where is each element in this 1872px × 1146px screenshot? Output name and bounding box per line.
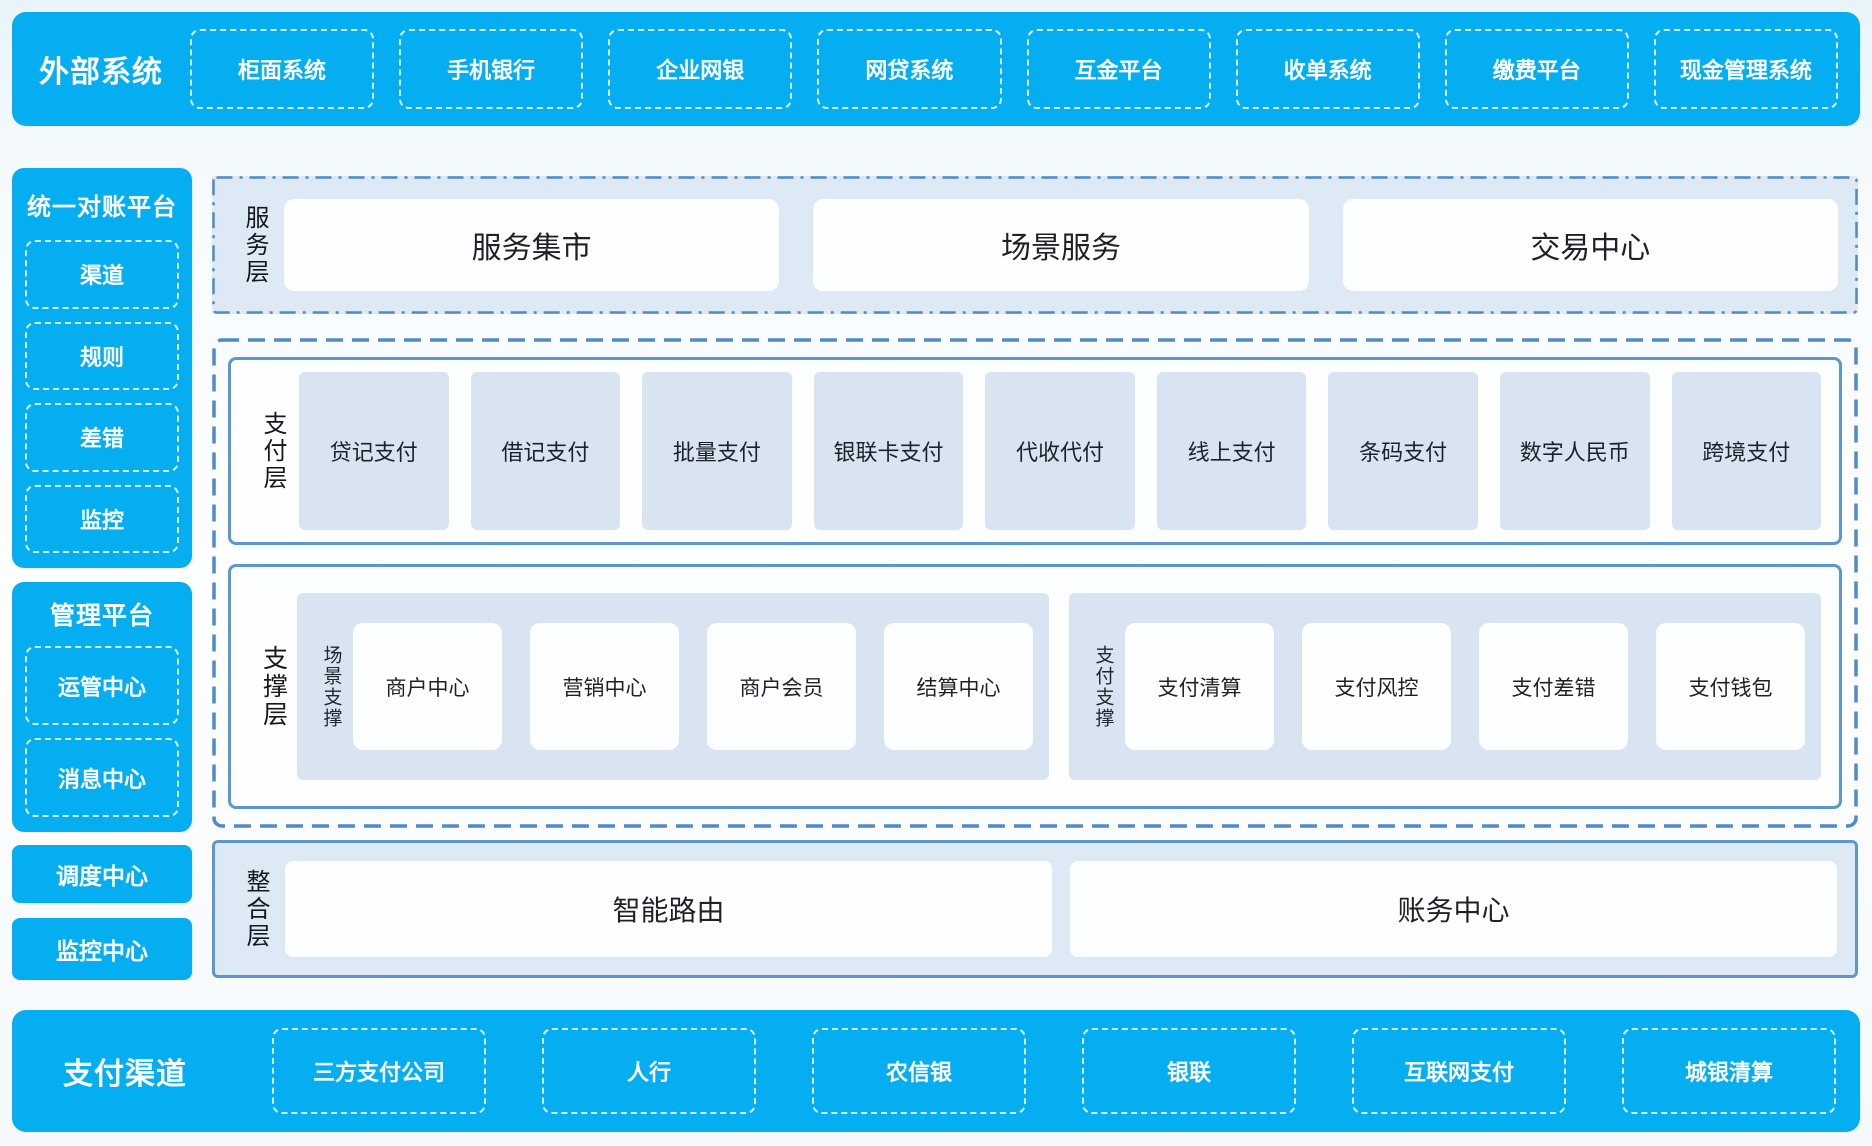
external-system-box: 互金平台 (1026, 29, 1211, 109)
external-systems-items: 柜面系统手机银行企业网银网贷系统互金平台收单系统缴费平台现金管理系统 (190, 29, 1838, 109)
left-sidebar: 统一对账平台 渠道规则差错监控 管理平台 运管中心消息中心 调度中心 监控中心 (12, 168, 192, 998)
payment-tile: 线上支付 (1156, 372, 1307, 530)
payment-support-tiles: 支付清算支付风控支付差错支付钱包 (1125, 623, 1805, 750)
scenario-support-tiles: 商户中心营销中心商户会员结算中心 (353, 623, 1033, 750)
payment-layer-tiles: 贷记支付借记支付批量支付银联卡支付代收代付线上支付条码支付数字人民币跨境支付 (299, 372, 1822, 530)
service-layer-label: 服务层 (241, 204, 268, 286)
external-system-box: 企业网银 (608, 29, 793, 109)
payment-tile: 银联卡支付 (813, 372, 964, 530)
payment-channel-items: 三方支付公司人行农信银银联互联网支付城银清算 (272, 1028, 1836, 1114)
integration-box: 账务中心 (1070, 861, 1837, 957)
payment-channel-box: 城银清算 (1622, 1028, 1836, 1114)
management-item: 消息中心 (25, 738, 179, 817)
payment-layer-label: 支付层 (259, 410, 286, 492)
scenario-support-tile: 商户会员 (707, 623, 856, 750)
service-box: 场景服务 (813, 199, 1309, 291)
payment-support-tile: 支付风控 (1302, 623, 1451, 750)
scenario-support-tile: 营销中心 (530, 623, 679, 750)
integration-box: 智能路由 (285, 861, 1052, 957)
payment-channels-title: 支付渠道 (63, 1058, 187, 1091)
service-layer-boxes: 服务集市场景服务交易中心 (284, 199, 1838, 291)
scenario-support-tile: 结算中心 (884, 623, 1033, 750)
payment-tile: 数字人民币 (1499, 372, 1650, 530)
support-layer-box: 支撑层 场景支撑 商户中心营销中心商户会员结算中心 支付支撑 支付清算支付风控支… (228, 564, 1842, 809)
core-dashed-container: 支付层 贷记支付借记支付批量支付银联卡支付代收代付线上支付条码支付数字人民币跨境… (212, 338, 1858, 828)
payment-channel-box: 银联 (1082, 1028, 1296, 1114)
payment-tile: 借记支付 (470, 372, 621, 530)
integration-layer-boxes: 智能路由账务中心 (285, 861, 1837, 957)
external-system-box: 收单系统 (1235, 29, 1420, 109)
service-layer-band: 服务层 服务集市场景服务交易中心 (212, 176, 1858, 314)
payment-tile: 条码支付 (1328, 372, 1478, 530)
payment-support-group: 支付支撑 支付清算支付风控支付差错支付钱包 (1069, 593, 1821, 780)
payment-channel-box: 人行 (542, 1028, 756, 1114)
payment-tile: 跨境支付 (1671, 372, 1822, 530)
reconciliation-items: 渠道规则差错监控 (25, 240, 179, 553)
service-box: 交易中心 (1342, 199, 1838, 291)
external-system-box: 网贷系统 (817, 29, 1002, 109)
payment-channel-box: 农信银 (812, 1028, 1026, 1114)
payment-channel-box: 三方支付公司 (272, 1028, 486, 1114)
reconciliation-item: 规则 (25, 321, 179, 390)
management-platform-title: 管理平台 (49, 602, 154, 630)
external-system-box: 现金管理系统 (1653, 29, 1838, 109)
scenario-support-group: 场景支撑 商户中心营销中心商户会员结算中心 (297, 593, 1049, 780)
payment-tile: 批量支付 (642, 372, 792, 530)
payment-channel-box: 互联网支付 (1352, 1028, 1566, 1114)
payment-support-tile: 支付钱包 (1656, 623, 1805, 750)
payment-tile: 代收代付 (985, 372, 1135, 530)
external-systems-banner: 外部系统 柜面系统手机银行企业网银网贷系统互金平台收单系统缴费平台现金管理系统 (12, 12, 1860, 126)
monitor-center-block: 监控中心 (12, 918, 192, 980)
external-system-box: 缴费平台 (1444, 29, 1629, 109)
integration-layer-label: 整合层 (242, 868, 269, 950)
management-platform-block: 管理平台 运管中心消息中心 (12, 582, 192, 832)
reconciliation-item: 渠道 (25, 240, 179, 309)
payment-support-label: 支付支撑 (1092, 644, 1114, 729)
reconciliation-item: 监控 (25, 484, 179, 553)
reconciliation-platform-title: 统一对账平台 (27, 193, 177, 221)
payment-channels-banner: 支付渠道 三方支付公司人行农信银银联互联网支付城银清算 (12, 1010, 1860, 1132)
service-box: 服务集市 (284, 199, 780, 291)
support-layer-groups: 场景支撑 商户中心营销中心商户会员结算中心 支付支撑 支付清算支付风控支付差错支… (297, 593, 1821, 780)
external-system-box: 手机银行 (399, 29, 584, 109)
main-diagram-column: 服务层 服务集市场景服务交易中心 支付层 贷记支付借记支付批量支付银联卡支付代收… (212, 176, 1858, 978)
payment-support-tile: 支付清算 (1125, 623, 1274, 750)
scenario-support-tile: 商户中心 (353, 623, 502, 750)
payment-layer-box: 支付层 贷记支付借记支付批量支付银联卡支付代收代付线上支付条码支付数字人民币跨境… (228, 357, 1842, 545)
external-systems-title: 外部系统 (39, 56, 163, 89)
scenario-support-label: 场景支撑 (320, 644, 342, 729)
reconciliation-platform-block: 统一对账平台 渠道规则差错监控 (12, 168, 192, 568)
payment-tile: 贷记支付 (299, 372, 449, 530)
management-items: 运管中心消息中心 (25, 646, 179, 817)
payment-support-tile: 支付差错 (1479, 623, 1628, 750)
support-layer-label: 支撑层 (259, 644, 288, 729)
integration-layer-band: 整合层 智能路由账务中心 (212, 840, 1858, 978)
management-item: 运管中心 (25, 646, 179, 725)
external-system-box: 柜面系统 (190, 29, 375, 109)
dispatch-center-block: 调度中心 (12, 845, 192, 903)
reconciliation-item: 差错 (25, 403, 179, 472)
